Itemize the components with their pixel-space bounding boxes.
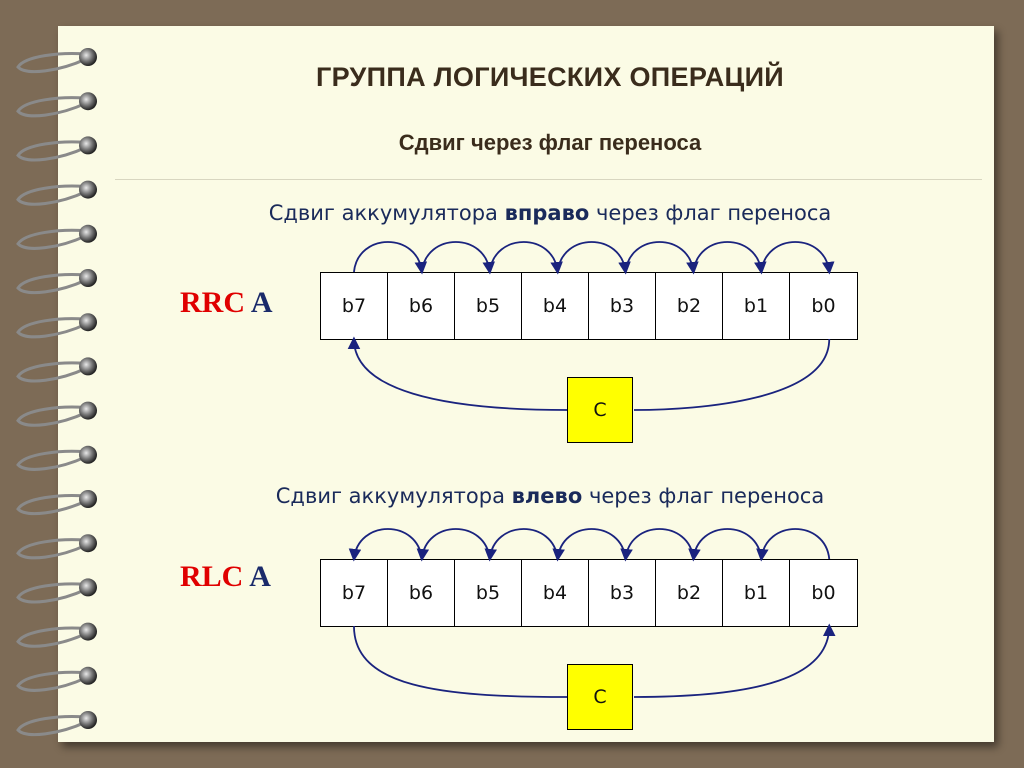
divider-line: [115, 179, 982, 180]
spiral-ring: [79, 622, 97, 641]
spiral-coil-wire: [16, 184, 87, 206]
spiral-coil-wire: [16, 96, 87, 118]
rrc-bit-cell: b4: [522, 273, 589, 339]
rrc-caption-direction: вправо: [504, 201, 590, 225]
rlc-bit-cell: b6: [388, 560, 455, 626]
rrc-bit-cell: b6: [388, 273, 455, 339]
spiral-ring: [79, 401, 97, 420]
rlc-carry-flag: C: [567, 664, 633, 730]
spiral-coil-wire: [16, 538, 87, 560]
rlc-bit-cell: b0: [790, 560, 857, 626]
rrc-bit-cell: b1: [723, 273, 790, 339]
rlc-instruction: RLC A: [180, 560, 271, 594]
rlc-caption-pre: Сдвиг аккумулятора: [275, 484, 512, 508]
spiral-ring: [79, 445, 97, 464]
spiral-coil-wire: [16, 405, 87, 427]
spiral-coil-wire: [16, 449, 87, 471]
spiral-ring: [79, 490, 97, 508]
rrc-bit-cell: b0: [790, 273, 857, 339]
spiral-coil-wire: [16, 361, 87, 383]
spiral-ring: [79, 711, 97, 729]
spiral-ring: [79, 224, 97, 243]
slide-title: ГРУППА ЛОГИЧЕСКИХ ОПЕРАЦИЙ: [316, 62, 784, 92]
rrc-caption: Сдвиг аккумулятора вправо через флаг пер…: [200, 201, 900, 225]
rlc-bit-cell: b2: [656, 560, 723, 626]
spiral-binding: [16, 48, 97, 737]
spiral-ring: [79, 578, 97, 597]
rlc-bit-cell: b4: [522, 560, 589, 626]
rrc-operand: A: [250, 286, 273, 319]
rrc-accumulator-register: b7 b6 b5 b4 b3 b2 b1 b0: [320, 272, 858, 340]
rlc-bit-cell: b7: [321, 560, 388, 626]
rlc-accumulator-register: b7 b6 b5 b4 b3 b2 b1 b0: [320, 559, 858, 627]
rlc-caption-post: через флаг переноса: [582, 484, 825, 508]
spiral-ring: [79, 269, 97, 287]
rlc-caption: Сдвиг аккумулятора влево через флаг пере…: [200, 484, 900, 508]
spiral-coil-wire: [16, 228, 87, 250]
rlc-bit-cell: b3: [589, 560, 656, 626]
spiral-coil-wire: [16, 140, 87, 162]
rrc-bit-cell: b2: [656, 273, 723, 339]
spiral-coil-wire: [16, 626, 87, 648]
spiral-coil-wire: [16, 273, 87, 295]
rlc-operand: A: [249, 560, 271, 593]
spiral-ring: [79, 180, 97, 199]
spiral-ring: [79, 48, 97, 66]
rlc-caption-direction: влево: [511, 484, 583, 508]
rrc-bit-cell: b7: [321, 273, 388, 339]
spiral-coil-wire: [16, 670, 87, 692]
rrc-caption-pre: Сдвиг аккумулятора: [268, 201, 505, 225]
rlc-mnemonic: RLC: [180, 560, 244, 593]
spiral-coil-wire: [16, 715, 87, 737]
spiral-ring: [79, 357, 97, 376]
spiral-ring: [79, 313, 97, 332]
rrc-instruction: RRC A: [180, 286, 273, 320]
rlc-bit-cell: b5: [455, 560, 522, 626]
spiral-ring: [79, 136, 97, 155]
spiral-coil-wire: [16, 52, 87, 74]
rrc-mnemonic: RRC: [180, 286, 245, 319]
rlc-bit-cell: b1: [723, 560, 790, 626]
rrc-bit-cell: b5: [455, 273, 522, 339]
spiral-coil-wire: [16, 494, 87, 516]
rrc-carry-flag: C: [567, 377, 633, 443]
spiral-ring: [79, 534, 97, 553]
spiral-coil-wire: [16, 317, 87, 339]
spiral-ring: [79, 92, 97, 111]
rrc-caption-post: через флаг переноса: [589, 201, 832, 225]
slide-subtitle: Сдвиг через флаг переноса: [398, 130, 702, 155]
rrc-bit-cell: b3: [589, 273, 656, 339]
spiral-ring: [79, 666, 97, 685]
spiral-coil-wire: [16, 582, 87, 604]
